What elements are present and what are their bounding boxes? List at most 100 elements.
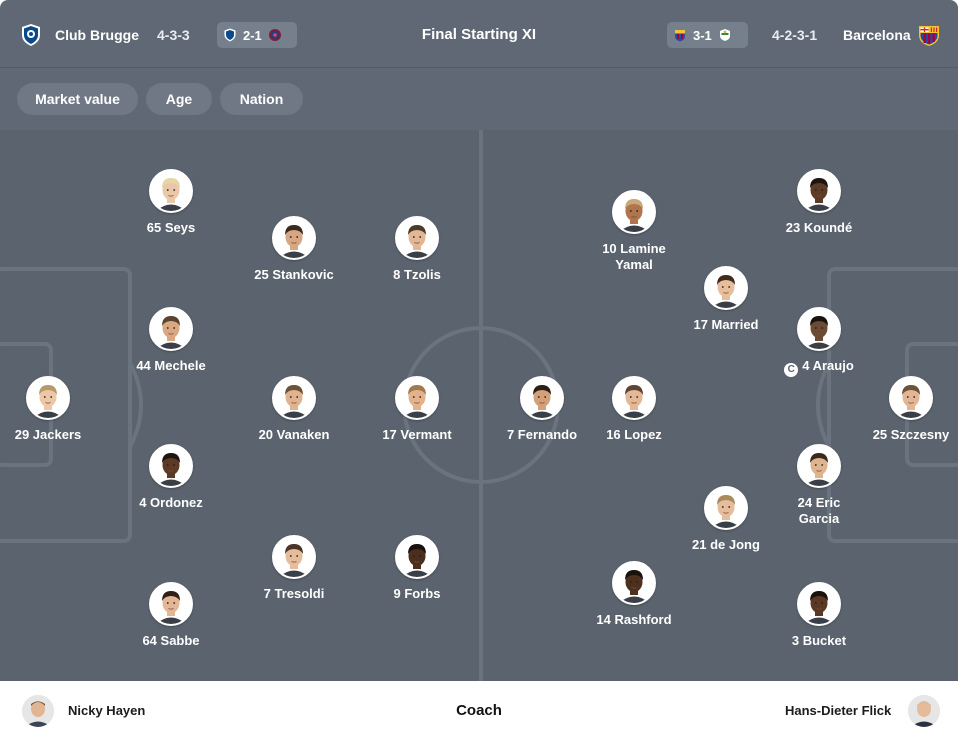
barcelona-crest-icon[interactable] — [917, 23, 941, 47]
away-player[interactable]: 14 Rashford — [574, 561, 694, 628]
player-avatar — [889, 376, 933, 420]
home-formation: 4-3-3 — [157, 27, 190, 43]
player-portrait-icon — [397, 218, 437, 258]
elche-crest-icon — [719, 29, 730, 41]
player-name: 25 Stankovic — [254, 267, 334, 282]
player-name: 3 Bucket — [791, 633, 847, 648]
player-portrait-icon — [274, 537, 314, 577]
nation-filter-button[interactable]: Nation — [220, 83, 303, 115]
home-coach-avatar[interactable] — [22, 695, 54, 727]
away-previous-score: 3-1 — [693, 27, 712, 43]
player-portrait-icon — [799, 446, 839, 486]
home-player[interactable]: 4 Ordonez — [111, 444, 231, 511]
home-player[interactable]: 17 Vermant — [357, 376, 477, 443]
away-player[interactable]: 10 Lamine Yamal — [574, 190, 694, 273]
player-avatar — [395, 535, 439, 579]
away-player[interactable]: 16 Lopez — [574, 376, 694, 443]
away-player[interactable]: 24 Eric Garcia — [759, 444, 879, 527]
home-player[interactable]: 7 Tresoldi — [234, 535, 354, 602]
player-avatar — [612, 376, 656, 420]
club-brugge-mini-crest-icon — [224, 28, 236, 42]
player-portrait-icon — [397, 537, 437, 577]
player-name: 64 Sabbe — [142, 633, 200, 648]
player-name: 24 Eric Garcia — [797, 495, 841, 526]
player-avatar — [149, 582, 193, 626]
home-player[interactable]: 44 Mechele — [111, 307, 231, 374]
player-portrait-icon — [522, 378, 562, 418]
captain-icon: C — [784, 363, 799, 377]
away-coach-name[interactable]: Hans-Dieter Flick — [785, 703, 892, 718]
player-portrait-icon — [799, 584, 839, 624]
player-name: 23 Koundé — [785, 220, 853, 235]
away-player[interactable]: 7 Fernando — [482, 376, 602, 443]
player-avatar — [395, 376, 439, 420]
away-team-name[interactable]: Barcelona — [843, 27, 911, 43]
player-name: 17 Vermant — [382, 427, 452, 442]
player-portrait-icon — [706, 268, 746, 308]
home-player[interactable]: 8 Tzolis — [357, 216, 477, 283]
player-portrait-icon — [274, 378, 314, 418]
player-portrait-icon — [151, 171, 191, 211]
barcelona-mini-crest-icon — [675, 30, 685, 42]
player-avatar — [149, 307, 193, 351]
market-value-filter-button[interactable]: Market value — [17, 83, 138, 115]
away-player[interactable]: 23 Koundé — [759, 169, 879, 236]
player-name: 8 Tzolis — [393, 267, 441, 282]
home-player[interactable]: 29 Jackers — [0, 376, 108, 443]
home-previous-score: 2-1 — [243, 27, 262, 43]
player-name: 9 Forbs — [393, 586, 441, 601]
away-previous-result[interactable]: 3-1 — [667, 22, 748, 48]
home-player[interactable]: 9 Forbs — [357, 535, 477, 602]
home-player[interactable]: 20 Vanaken — [234, 376, 354, 443]
player-portrait-icon — [799, 171, 839, 211]
coach-heading: Coach — [456, 702, 502, 719]
player-avatar — [612, 190, 656, 234]
home-player[interactable]: 25 Stankovic — [234, 216, 354, 283]
player-avatar — [26, 376, 70, 420]
player-name: 25 Szczesny — [872, 427, 950, 442]
player-avatar — [704, 266, 748, 310]
home-player[interactable]: 64 Sabbe — [111, 582, 231, 649]
match-header: Club Brugge 4-3-3 2-1 Final Starting XI — [0, 0, 958, 68]
player-avatar — [520, 376, 564, 420]
pitch: 65 Seys 25 Stankovic 8 Tzolis 44 Mechele… — [0, 130, 958, 681]
player-portrait-icon — [151, 309, 191, 349]
player-avatar — [149, 444, 193, 488]
away-player[interactable]: 21 de Jong — [666, 486, 786, 553]
away-player[interactable]: 17 Married — [666, 266, 786, 333]
player-avatar — [612, 561, 656, 605]
player-name: 10 Lamine Yamal — [602, 241, 666, 272]
player-name: 20 Vanaken — [258, 427, 330, 442]
player-portrait-icon — [151, 446, 191, 486]
home-player[interactable]: 65 Seys — [111, 169, 231, 236]
player-name: 7 Fernando — [506, 427, 578, 442]
player-portrait-icon — [151, 584, 191, 624]
opponent-crest-icon — [268, 29, 281, 41]
player-portrait-icon — [274, 218, 314, 258]
away-coach-avatar[interactable] — [908, 695, 940, 727]
home-coach-name[interactable]: Nicky Hayen — [68, 703, 146, 718]
away-player[interactable]: 3 Bucket — [759, 582, 879, 649]
player-avatar — [797, 307, 841, 351]
player-avatar — [272, 535, 316, 579]
club-brugge-crest-icon[interactable] — [19, 23, 43, 47]
away-player[interactable]: 25 Szczesny — [851, 376, 958, 443]
home-previous-result[interactable]: 2-1 — [217, 22, 297, 48]
player-name: 17 Married — [693, 317, 759, 332]
player-portrait-icon — [28, 378, 68, 418]
filter-bar: Market value Age Nation — [0, 68, 958, 130]
player-portrait-icon — [891, 378, 931, 418]
player-portrait-icon — [706, 488, 746, 528]
away-formation: 4-2-3-1 — [772, 27, 818, 43]
age-filter-button[interactable]: Age — [146, 83, 212, 115]
player-name: 14 Rashford — [596, 612, 672, 627]
player-avatar — [272, 216, 316, 260]
player-avatar — [797, 444, 841, 488]
player-portrait-icon — [614, 563, 654, 603]
home-team-name[interactable]: Club Brugge — [55, 27, 139, 43]
player-name: 4 Ordonez — [139, 495, 203, 510]
player-name: 65 Seys — [146, 220, 196, 235]
